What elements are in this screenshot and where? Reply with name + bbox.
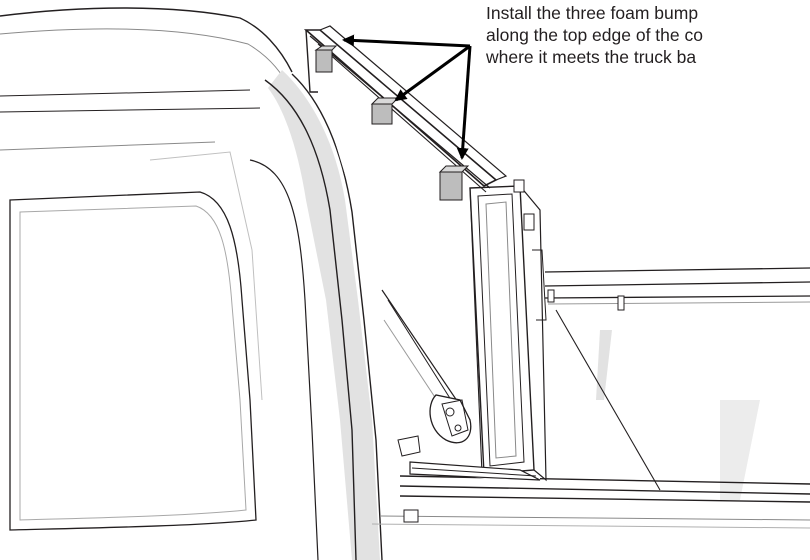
foam-bumper (370, 97, 400, 125)
foam-bumper (438, 165, 470, 201)
truck-cab (0, 7, 383, 560)
instruction-line-1: Install the three foam bump (486, 3, 699, 23)
foam-bumpers (314, 45, 470, 201)
instruction-text: Install the three foam bump along the to… (486, 2, 810, 68)
arrow-icon (394, 44, 471, 102)
instruction-line-3: where it meets the truck ba (486, 47, 697, 67)
arrow-icon (342, 34, 471, 48)
instruction-line-2: along the top edge of the co (486, 25, 703, 45)
truck-bed (371, 267, 810, 529)
callout-arrows (342, 34, 472, 160)
arrow-icon (456, 45, 472, 160)
tonneau-cover-panel (303, 25, 547, 482)
foam-bumper (314, 45, 338, 73)
